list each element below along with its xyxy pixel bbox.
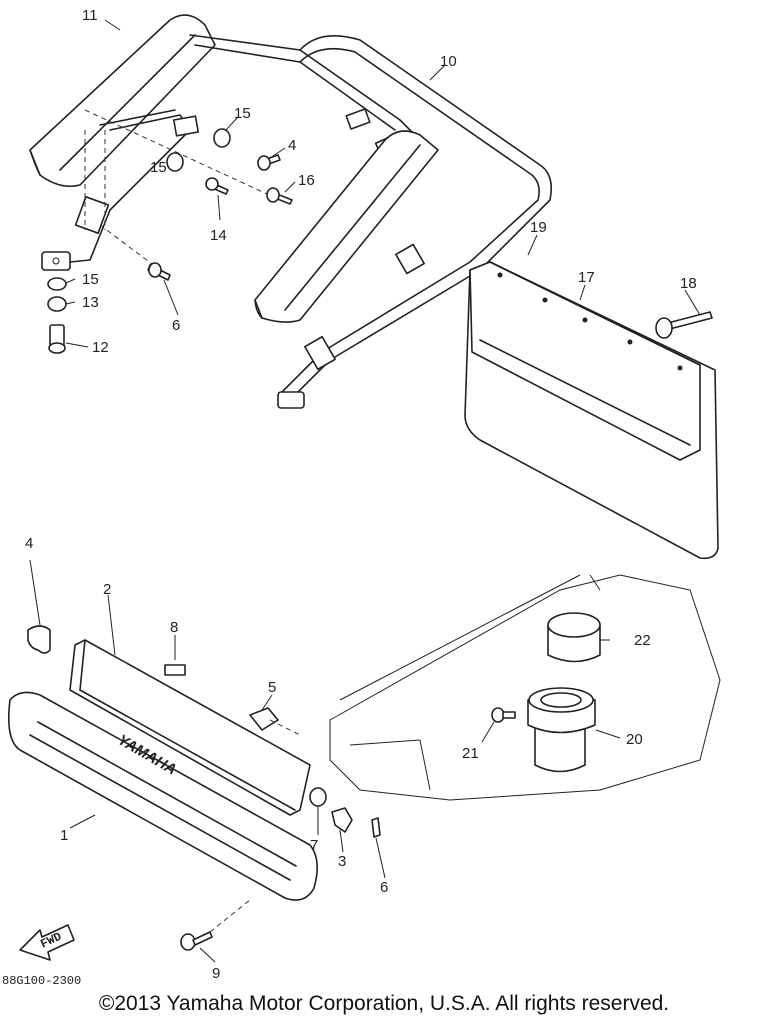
part-2-strip [69,639,311,816]
callout-12: 12 [92,339,109,356]
part-6-clip [371,817,381,838]
callout-15-lower: 15 [82,271,99,288]
callout-19: 19 [530,219,547,236]
callout-6-upper: 6 [172,317,180,334]
hardware-top [47,109,293,354]
callout-numbers: 11 10 15 4 15 16 14 15 13 12 6 19 17 18 … [2,7,697,988]
body-outline [329,574,721,801]
part-3-bracket [331,807,353,833]
callout-4-upper: 4 [288,137,296,154]
part-11-left-cushion [29,14,216,188]
part-5-nut [249,707,301,736]
part-21-screw [491,707,516,723]
callout-2: 2 [103,581,111,598]
callout-14: 14 [210,227,227,244]
callout-18: 18 [680,275,697,292]
part-9-screw [180,899,251,951]
callout-11-left: 11 [82,7,98,24]
fwd-arrow-icon: FWD [19,924,75,961]
callout-22: 22 [634,632,651,649]
callout-5: 5 [268,679,276,696]
callout-1: 1 [60,827,68,844]
callout-10: 10 [440,53,457,70]
part-1-cover: YAMAHA [7,691,318,901]
callout-6-lower: 6 [380,879,388,896]
callout-17: 17 [578,269,595,286]
copyright-notice: ©2013 Yamaha Motor Corporation, U.S.A. A… [98,992,670,1015]
callout-15-mid: 15 [150,159,167,176]
callout-7: 7 [310,837,318,854]
part-7-washer [309,787,327,807]
part-18-screw [655,311,713,339]
callout-8: 8 [170,619,178,636]
callout-4-lower: 4 [25,535,33,552]
part-11-right-cushion [254,130,439,323]
part-4-clip [27,625,51,654]
callout-9: 9 [212,965,220,982]
part-19-mud-flap [464,261,719,560]
callout-20: 20 [626,731,643,748]
callout-3: 3 [338,853,346,870]
callout-21: 21 [462,745,479,762]
leader-lines [29,19,701,963]
callout-15-upper: 15 [234,105,251,122]
part-20-bushing [527,687,596,773]
callout-16: 16 [298,172,315,189]
callout-13: 13 [82,294,99,311]
drawing-code: 88G100-2300 [2,974,81,988]
part-8-label [164,664,186,676]
part-22-cap [547,612,601,663]
